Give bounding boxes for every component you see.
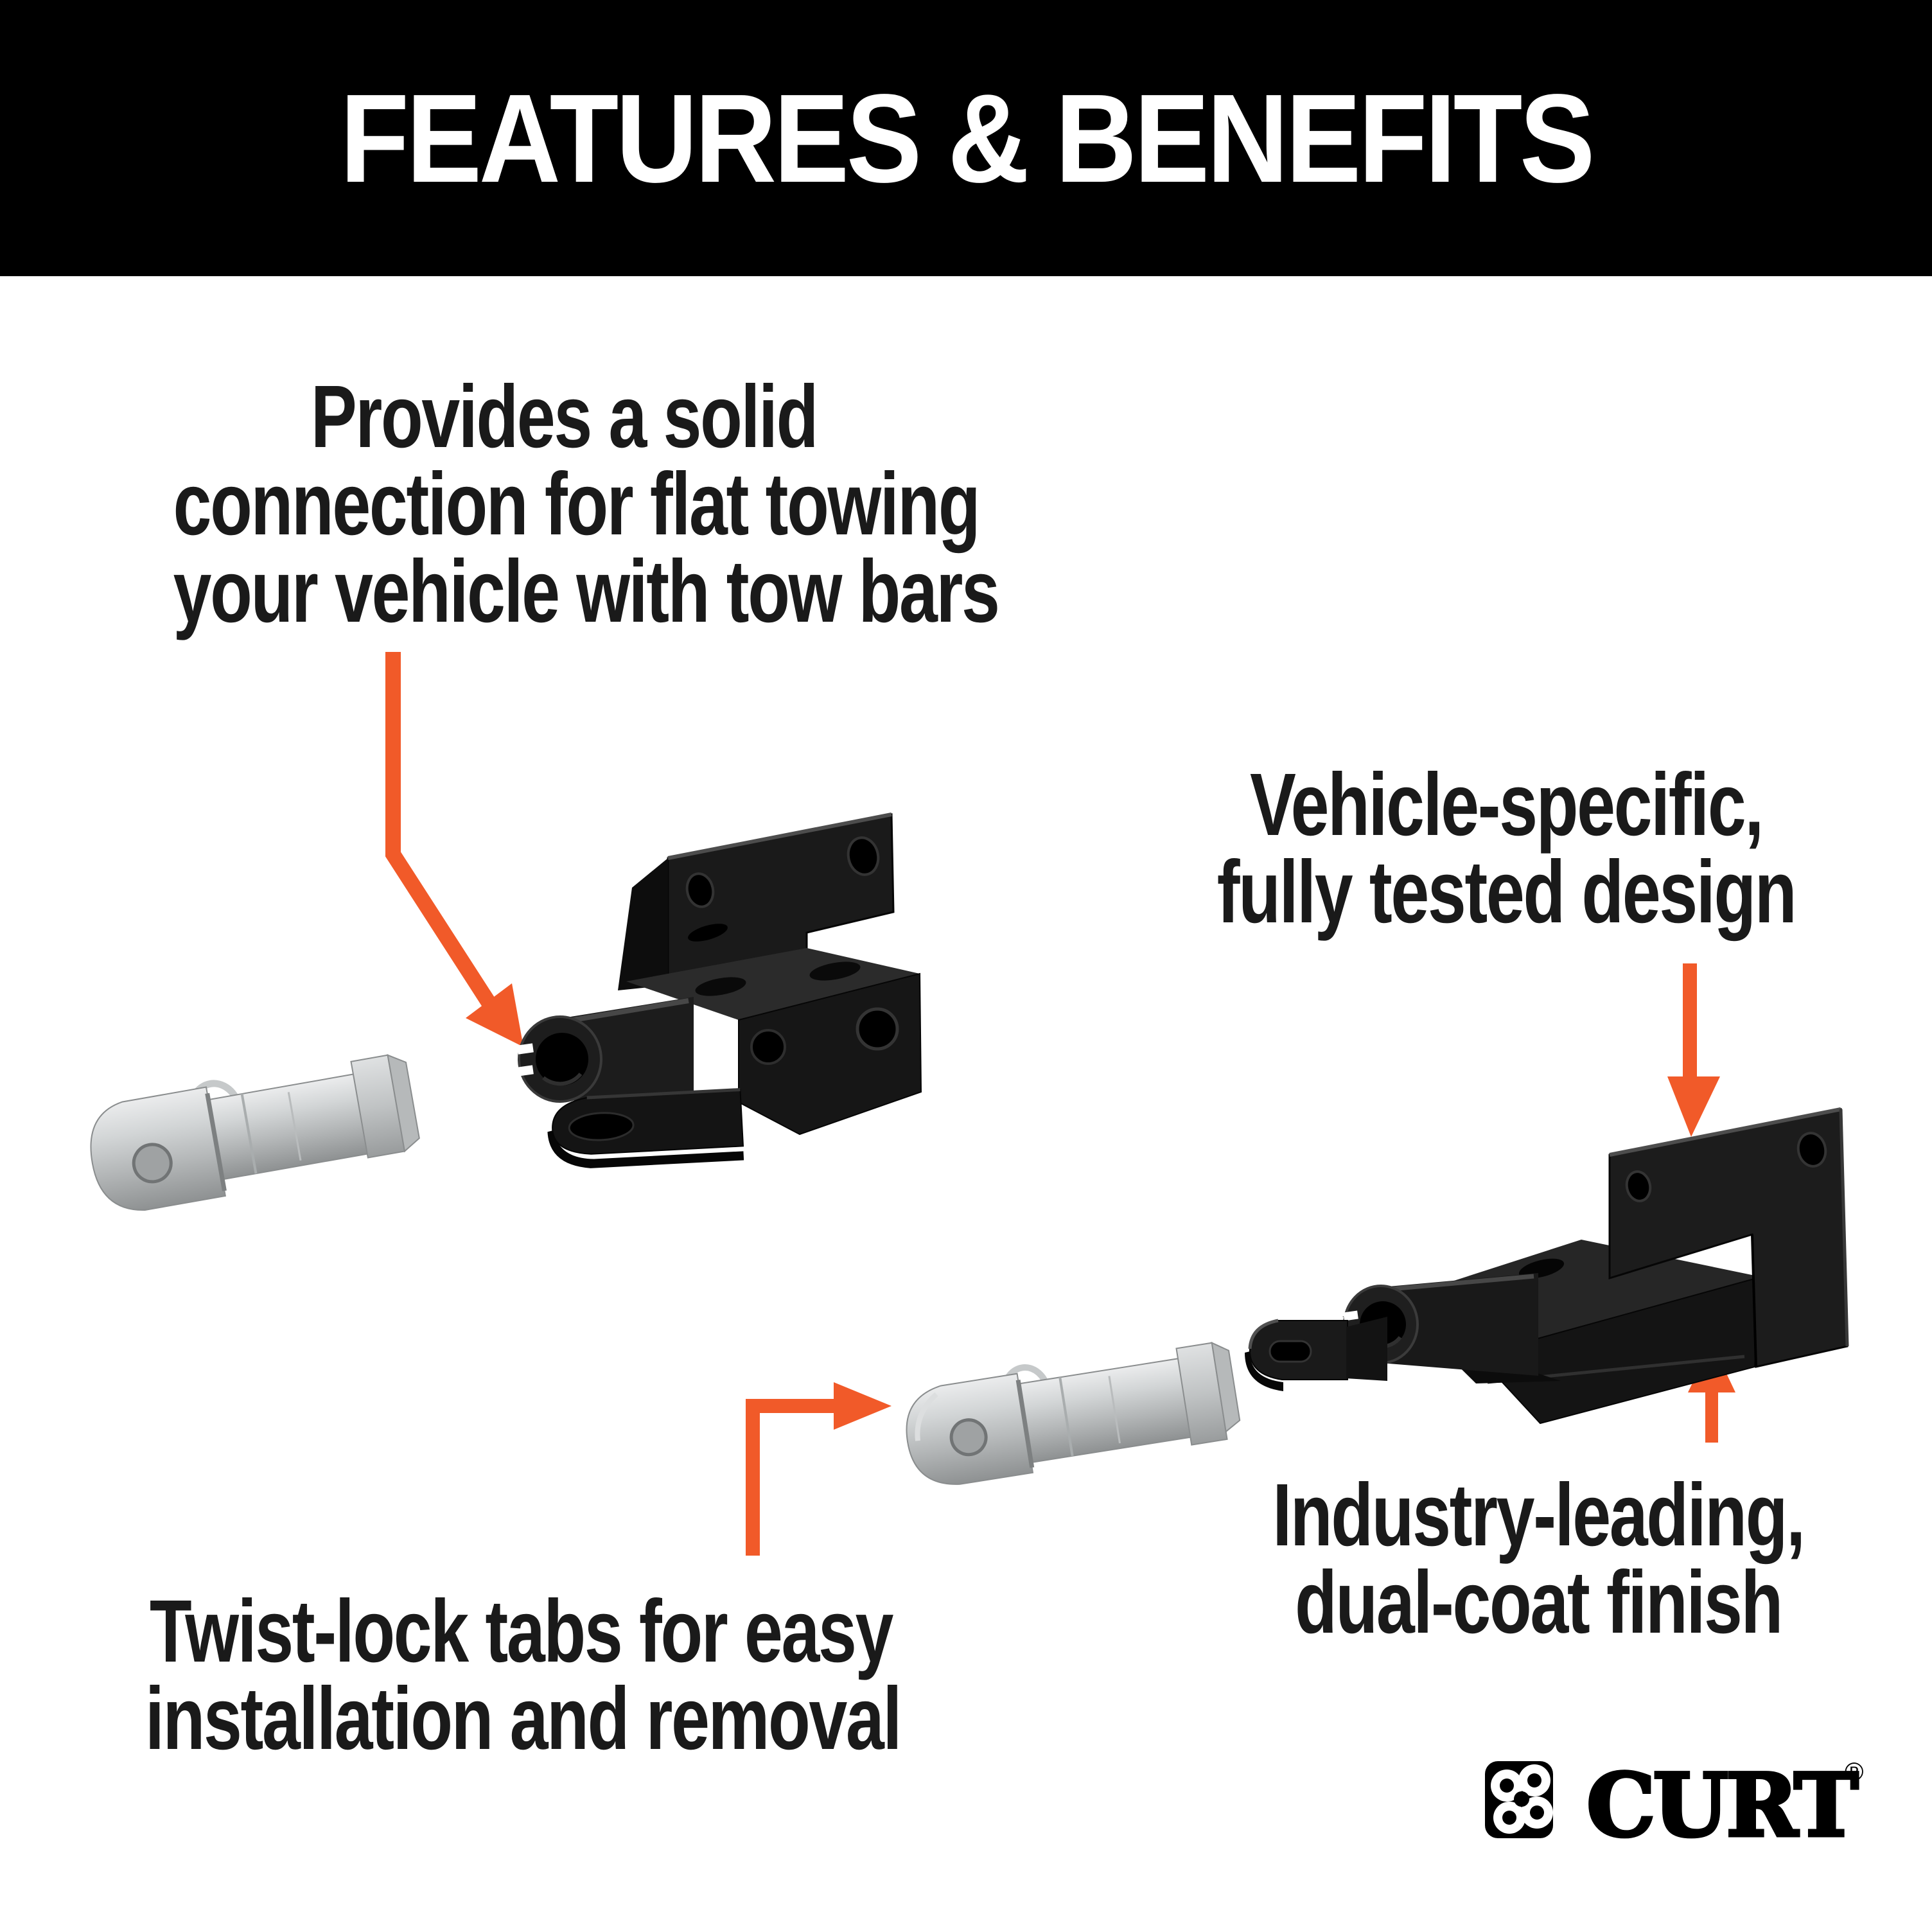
annotation-line: Twist-lock tabs for easy <box>149 1582 894 1681</box>
product-hitch-rear-render <box>1245 1107 1849 1425</box>
annotation-line: connection for flat towing <box>173 455 981 554</box>
annotation-twist-lock: Twist-lock tabs for easy installation an… <box>145 1582 902 1768</box>
annotation-flat-towing: Provides a solid connection for flat tow… <box>173 367 1000 641</box>
annotation-line: Industry-leading, <box>1272 1466 1805 1565</box>
curt-wordmark: CURT <box>1586 1754 1858 1856</box>
curt-logo: CURT ® <box>1485 1753 1863 1858</box>
twist-lock-pin-rear <box>906 1341 1241 1485</box>
annotation-line: Provides a solid <box>310 367 818 466</box>
page-title: FEATURES & BENEFITS <box>340 67 1595 209</box>
annotation-line: fully tested design <box>1216 843 1797 942</box>
annotation-dual-coat: Industry-leading, dual-coat finish <box>1163 1466 1914 1652</box>
annotation-line: Vehicle-specific, <box>1250 755 1764 854</box>
arrow-flat-towing <box>385 652 523 1047</box>
product-hitch-front-render <box>517 812 922 1168</box>
twist-lock-pin-front <box>90 1054 420 1211</box>
registered-trademark-symbol: ® <box>1845 1758 1863 1786</box>
annotation-line: installation and removal <box>145 1669 902 1768</box>
curt-clover-badge-icon <box>1485 1761 1553 1838</box>
arrow-vehicle-specific <box>1667 963 1720 1137</box>
annotation-vehicle-specific: Vehicle-specific, fully tested design <box>1130 755 1882 942</box>
annotation-line: your vehicle with tow bars <box>173 542 1000 641</box>
annotation-line: dual-coat finish <box>1295 1553 1783 1652</box>
arrow-twist-lock <box>746 1382 891 1556</box>
header-banner: FEATURES & BENEFITS <box>0 0 1932 276</box>
